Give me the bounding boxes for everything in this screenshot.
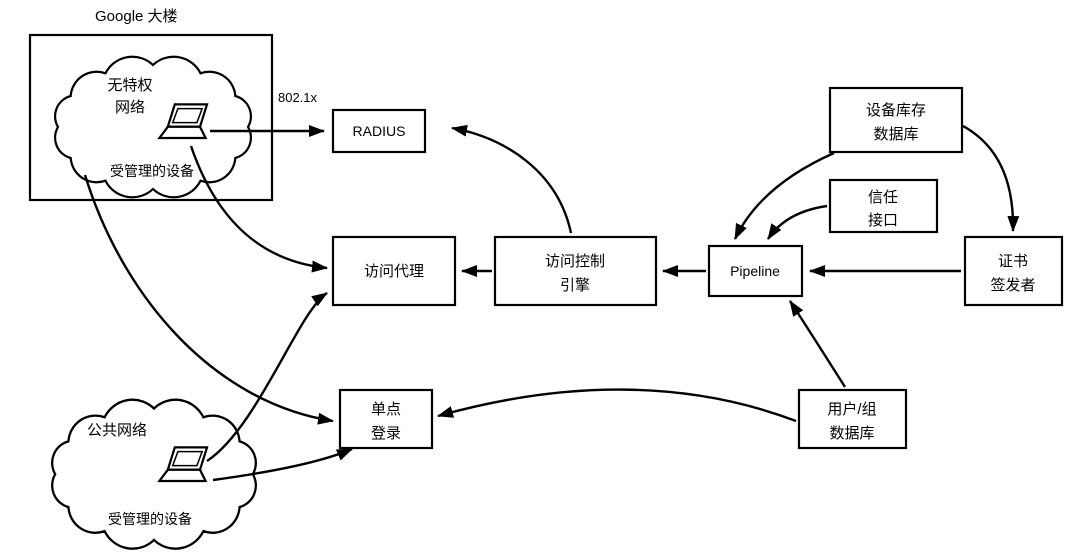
node-access-control-engine: 访问控制 引擎 bbox=[493, 235, 658, 307]
edge-public-device-to-sso bbox=[212, 447, 353, 482]
edge-public-device-to-access-proxy bbox=[206, 291, 328, 462]
managed-device-public-label: 受管理的设备 bbox=[108, 511, 192, 527]
edge-trust-interface-to-pipeline bbox=[767, 204, 828, 240]
access-control-engine-box bbox=[493, 235, 658, 307]
device-inventory-db-label-line2: 数据库 bbox=[873, 126, 918, 143]
node-pipeline: Pipeline bbox=[707, 244, 804, 298]
node-user-group-db: 用户/组 数据库 bbox=[797, 388, 908, 450]
user-group-db-label-line1: 用户/组 bbox=[827, 401, 876, 418]
pipeline-box bbox=[707, 244, 804, 298]
single-sign-on-label-line2: 登录 bbox=[371, 425, 401, 442]
edge-building-network-to-sso bbox=[83, 174, 334, 425]
access-control-engine-label-line2: 引擎 bbox=[560, 277, 590, 294]
access-control-engine-label-line1: 访问控制 bbox=[545, 253, 605, 270]
radius-label: RADIUS bbox=[353, 123, 406, 139]
access-proxy-box bbox=[331, 235, 457, 307]
node-device-inventory-db: 设备库存 数据库 bbox=[828, 86, 964, 154]
edge-device-db-to-cert-issuer bbox=[962, 124, 1020, 232]
unprivileged-network-label-line2: 网络 bbox=[115, 99, 145, 116]
edge-building-device-to-access-proxy bbox=[189, 145, 328, 273]
node-access-proxy: 访问代理 bbox=[331, 235, 457, 307]
single-sign-on-label-line1: 单点 bbox=[371, 401, 401, 418]
certificate-issuer-box bbox=[963, 235, 1064, 307]
edges bbox=[83, 124, 1020, 482]
edge-user-db-to-pipeline bbox=[788, 300, 847, 388]
edge-ace-to-radius bbox=[451, 124, 573, 234]
certificate-issuer-label-line2: 签发者 bbox=[990, 277, 1035, 294]
trust-interface-box bbox=[828, 178, 939, 234]
node-single-sign-on: 单点 登录 bbox=[338, 388, 434, 450]
user-group-db-label-line2: 数据库 bbox=[829, 425, 874, 442]
edge-device-db-to-pipeline bbox=[733, 151, 835, 240]
google-building-label: Google 大楼 bbox=[95, 8, 178, 25]
access-proxy-label: 访问代理 bbox=[364, 263, 424, 280]
google-building-outline bbox=[28, 33, 274, 202]
device-inventory-db-label-line1: 设备库存 bbox=[866, 102, 926, 119]
device-inventory-db-box bbox=[828, 86, 964, 154]
trust-interface-label-line1: 信任 bbox=[868, 189, 898, 206]
edge-label-802-1x: 802.1x bbox=[278, 90, 318, 105]
pipeline-label: Pipeline bbox=[730, 263, 780, 279]
public-network-label: 公共网络 bbox=[87, 422, 147, 439]
unprivileged-network-label-line1: 无特权 bbox=[107, 77, 152, 94]
managed-device-building-label: 受管理的设备 bbox=[110, 163, 194, 179]
certificate-issuer-label-line1: 证书 bbox=[998, 253, 1028, 270]
node-radius: RADIUS bbox=[331, 108, 427, 154]
node-trust-interface: 信任 接口 bbox=[828, 178, 939, 234]
trust-interface-label-line2: 接口 bbox=[868, 212, 898, 229]
edge-user-db-to-sso bbox=[437, 388, 797, 423]
node-certificate-issuer: 证书 签发者 bbox=[963, 235, 1064, 307]
radius-box bbox=[331, 108, 427, 154]
single-sign-on-box bbox=[338, 388, 434, 450]
user-group-db-box bbox=[797, 388, 908, 450]
